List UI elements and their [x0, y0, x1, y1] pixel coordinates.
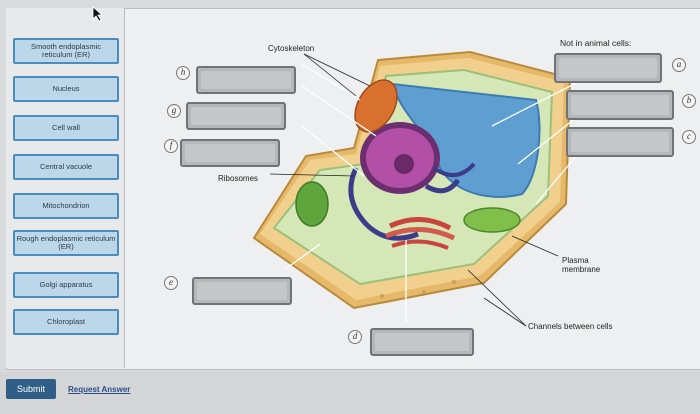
term-nucleus[interactable]: Nucleus: [13, 76, 119, 102]
badge-b: b: [682, 94, 696, 108]
badge-h: h: [176, 66, 190, 80]
drop-target-d[interactable]: [370, 328, 474, 356]
drop-target-a[interactable]: [554, 53, 662, 83]
label-not-in-animal-cells: Not in animal cells:: [560, 38, 632, 48]
chloroplast-shape: [295, 181, 329, 227]
badge-f: f: [164, 139, 178, 153]
term-golgi[interactable]: Golgi apparatus: [13, 272, 119, 298]
golgi-shape: [388, 216, 452, 231]
drop-target-h[interactable]: [196, 66, 296, 94]
rough-er-shape: [348, 166, 419, 241]
footer-bar: [0, 372, 700, 414]
term-chloroplast[interactable]: Chloroplast: [13, 309, 119, 335]
label-channels-between-cells: Channels between cells: [528, 322, 613, 331]
submit-button[interactable]: Submit: [6, 379, 56, 399]
label-ribosomes: Ribosomes: [218, 174, 259, 183]
drop-target-g[interactable]: [186, 102, 286, 130]
term-mitochondrion[interactable]: Mitochondrion: [13, 193, 119, 219]
drop-target-b[interactable]: [566, 90, 674, 120]
drop-target-e[interactable]: [192, 277, 292, 305]
badge-a: a: [672, 58, 686, 72]
mitochondrion-shape: [354, 79, 398, 133]
label-plasma-membrane: Plasma membrane: [562, 256, 601, 274]
label-cytoskeleton: Cytoskeleton: [268, 44, 315, 53]
plant-cell-illustration: [252, 50, 589, 327]
badge-c: c: [682, 130, 696, 144]
mouse-cursor-icon: [92, 6, 104, 22]
drop-target-c[interactable]: [566, 127, 674, 157]
request-answer-link[interactable]: Request Answer: [68, 385, 131, 394]
term-smooth-er[interactable]: Smooth endoplasmic reticulum (ER): [13, 38, 119, 64]
cell-diagram-area: h g f e d a b c Cytoskeleton Ribosomes N…: [124, 8, 700, 368]
term-central-vacuole[interactable]: Central vacuole: [13, 154, 119, 180]
badge-d: d: [348, 330, 362, 344]
term-bank: Smooth endoplasmic reticulum (ER) Nucleu…: [6, 8, 125, 368]
term-rough-er[interactable]: Rough endoplasmic reticulum (ER): [13, 230, 119, 256]
drop-target-f[interactable]: [180, 139, 280, 167]
badge-e: e: [164, 276, 178, 290]
term-cell-wall[interactable]: Cell wall: [13, 115, 119, 141]
badge-g: g: [167, 104, 181, 118]
